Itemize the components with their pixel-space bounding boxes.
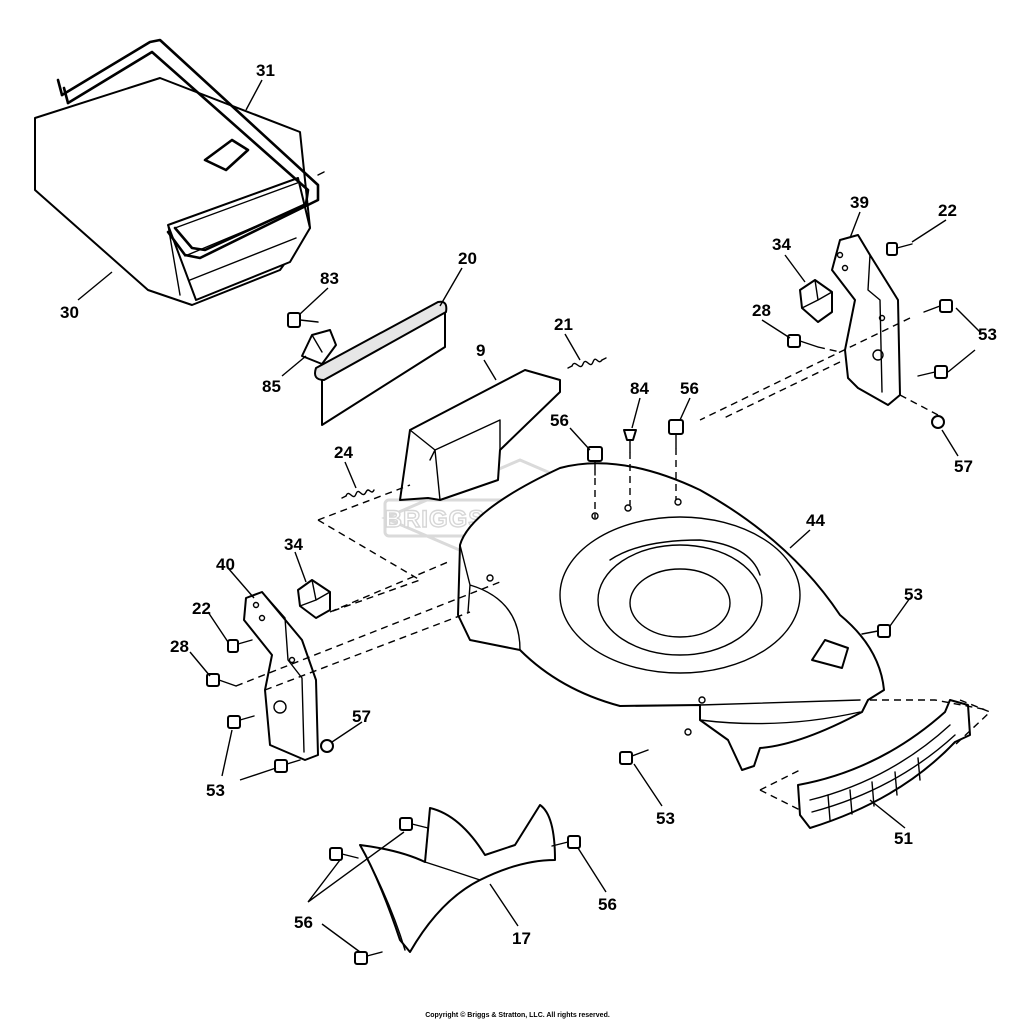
callout-85: 85 — [262, 377, 281, 396]
clip-85 — [301, 329, 337, 365]
callout-20: 20 — [458, 249, 477, 268]
leader-lines — [77, 79, 983, 953]
copyright-notice: Copyright © Briggs & Stratton, LLC. All … — [425, 1012, 610, 1019]
height-knob-34-left — [297, 579, 331, 619]
screw-84 — [623, 429, 637, 453]
callout-9: 9 — [476, 341, 485, 360]
bolt-53-left-upper — [227, 715, 255, 729]
callout-83: 83 — [320, 269, 339, 288]
callout-57-right: 57 — [954, 457, 973, 476]
spring-21 — [567, 357, 607, 369]
bolt-22-right — [886, 242, 913, 256]
callout-30: 30 — [60, 303, 79, 322]
callout-53-deck-right: 53 — [904, 585, 923, 604]
bolt-53-deck-right — [861, 624, 891, 638]
mower-deck — [457, 462, 885, 771]
bolt-53-left-lower — [274, 759, 301, 773]
nut-57-left — [320, 739, 334, 753]
bolt-56-skirt-1 — [329, 847, 359, 861]
callout-39: 39 — [850, 193, 869, 212]
callout-21: 21 — [554, 315, 573, 334]
nut-57-right — [931, 415, 945, 429]
screw-83 — [287, 312, 319, 328]
callout-24: 24 — [334, 443, 353, 462]
callout-40: 40 — [216, 555, 235, 574]
callout-53-deck-rear: 53 — [656, 809, 675, 828]
assembly-lines — [235, 317, 992, 811]
grass-bag — [34, 77, 311, 306]
bolt-53-deck-rear — [619, 749, 649, 765]
discharge-chute — [399, 369, 561, 501]
callout-22-right: 22 — [938, 201, 957, 220]
bolt-56-skirt-2 — [399, 817, 429, 831]
bag-frame — [56, 38, 325, 260]
callout-53-right: 53 — [978, 325, 997, 344]
front-skirt-17 — [359, 804, 556, 953]
callout-31: 31 — [256, 61, 275, 80]
callout-28-left: 28 — [170, 637, 189, 656]
rear-bracket-39 — [831, 234, 901, 406]
callout-56-left: 56 — [550, 411, 569, 430]
bolt-56-skirt-3 — [551, 835, 581, 849]
bolt-22-left — [227, 639, 253, 653]
callout-44: 44 — [806, 511, 825, 530]
bolt-28-right — [787, 334, 819, 348]
callout-22-left: 22 — [192, 599, 211, 618]
front-bracket-40 — [243, 591, 319, 761]
callout-34-left: 34 — [284, 535, 303, 554]
deflector-flap — [314, 300, 448, 426]
bolt-56-skirt-4 — [354, 951, 383, 965]
callout-51: 51 — [894, 829, 913, 848]
callout-84: 84 — [630, 379, 649, 398]
callout-56-skirt-right: 56 — [598, 895, 617, 914]
height-knob-34-right — [799, 279, 833, 323]
bolt-28-left — [206, 673, 237, 687]
bolt-56-center — [668, 419, 684, 449]
callout-17: 17 — [512, 929, 531, 948]
callout-56-center: 56 — [680, 379, 699, 398]
rear-trim-51 — [797, 699, 971, 829]
callout-57-left: 57 — [352, 707, 371, 726]
bolt-53-right-upper — [923, 299, 953, 313]
callout-28-right: 28 — [752, 301, 771, 320]
bolt-53-right-lower — [917, 365, 948, 379]
spring-24 — [341, 489, 375, 499]
callout-56-skirt-left: 56 — [294, 913, 313, 932]
callout-labels: 31 30 20 83 85 21 9 24 84 56 56 39 22 34… — [60, 61, 997, 948]
callout-53-left: 53 — [206, 781, 225, 800]
bolt-56-left — [587, 446, 603, 476]
callout-34-right: 34 — [772, 235, 791, 254]
